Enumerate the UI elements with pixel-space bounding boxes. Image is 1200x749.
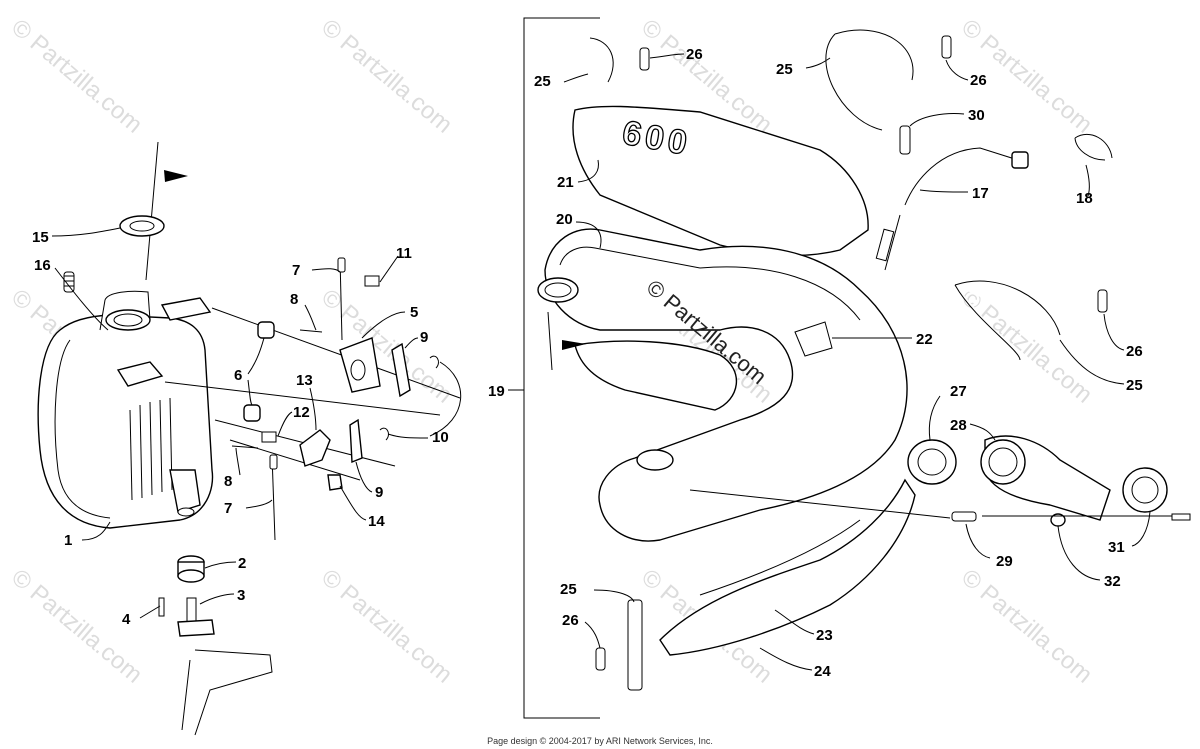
- callout-27: 27: [928, 383, 967, 441]
- callout-number: 26: [686, 46, 703, 63]
- callout-number: 23: [816, 627, 833, 644]
- watermark-11: © Partzilla.com: [956, 564, 1097, 689]
- callout-number: 17: [972, 185, 989, 202]
- callout-number: 24: [814, 663, 831, 680]
- callout-number: 22: [916, 331, 933, 348]
- callout-23: 23: [774, 609, 833, 644]
- callout-28: 28: [950, 417, 996, 441]
- callout-number: 29: [996, 553, 1013, 570]
- callout-number: 25: [534, 73, 551, 90]
- callout-13: 13: [296, 372, 317, 431]
- callout-1: 1: [64, 521, 111, 549]
- callout-26b: 26: [945, 59, 987, 89]
- callout-number: 21: [557, 174, 574, 191]
- callout-number: 16: [34, 257, 51, 274]
- callout-9a: 9: [404, 329, 428, 349]
- callout-26c: 26: [1103, 313, 1143, 360]
- callout-number: 3: [237, 587, 245, 604]
- callout-25c: 25: [1059, 339, 1143, 394]
- callout-3: 3: [199, 587, 245, 605]
- callout-number: 2: [238, 555, 246, 572]
- callout-number: 11: [396, 245, 412, 262]
- callout-number: 26: [970, 72, 987, 89]
- callout-20: 20: [556, 211, 602, 249]
- callout-25d: 25: [560, 581, 635, 603]
- callout-32: 32: [1057, 525, 1121, 590]
- callout-8a: 8: [290, 291, 317, 331]
- callout-number: 18: [1076, 190, 1093, 207]
- muffler-assembly: [37, 141, 461, 736]
- callout-number: 9: [420, 329, 428, 346]
- callout-24: 24: [759, 647, 831, 680]
- callout-number: 5: [410, 304, 418, 321]
- callout-18: 18: [1076, 164, 1093, 207]
- callout-25b: 25: [776, 57, 831, 78]
- callout-number: 12: [293, 404, 310, 421]
- callout-number: 26: [562, 612, 579, 629]
- callout-number: 20: [556, 211, 573, 228]
- callout-9b: 9: [355, 461, 383, 501]
- callout-12: 12: [277, 404, 310, 437]
- callout-number: 14: [368, 513, 385, 530]
- callout-6: 6: [234, 337, 265, 406]
- callout-number: 4: [122, 611, 131, 628]
- callout-number: 30: [968, 107, 985, 124]
- callout-number: 7: [292, 262, 300, 279]
- watermark-0: © Partzilla.com: [6, 14, 147, 139]
- callout-number: 9: [375, 484, 383, 501]
- callout-number: 31: [1108, 539, 1125, 556]
- callout-19: 19: [488, 383, 505, 400]
- callout-number: 13: [296, 372, 313, 389]
- callout-26d: 26: [562, 612, 601, 649]
- callout-number: 15: [32, 229, 49, 246]
- callout-number: 25: [776, 61, 793, 78]
- callout-31: 31: [1108, 511, 1151, 556]
- callout-number: 25: [1126, 377, 1143, 394]
- callout-30: 30: [909, 107, 985, 127]
- page-footer: Page design © 2004-2017 by ARI Network S…: [487, 736, 713, 746]
- callout-2: 2: [204, 555, 246, 572]
- callout-number: 7: [224, 500, 232, 517]
- callout-labels: 1 2 3 4 5 6 7 7 8 8 9 9 10 11 12 13 14 1…: [32, 46, 1151, 680]
- direction-arrow-icon: [562, 340, 586, 350]
- callout-11: 11: [379, 245, 412, 283]
- callout-21: 21: [557, 159, 599, 191]
- callout-5: 5: [361, 304, 418, 339]
- callout-22: 22: [832, 331, 933, 348]
- callout-25a: 25: [534, 73, 589, 90]
- callout-number: 19: [488, 383, 505, 400]
- watermark-1: © Partzilla.com: [316, 14, 457, 139]
- callout-number: 27: [950, 383, 967, 400]
- callout-10: 10: [387, 361, 462, 446]
- callout-number: 6: [234, 367, 242, 384]
- callout-number: 10: [432, 429, 449, 446]
- callout-number: 26: [1126, 343, 1143, 360]
- callout-number: 1: [64, 532, 72, 549]
- direction-arrow-icon: [164, 170, 188, 182]
- callout-4: 4: [122, 605, 161, 628]
- watermark-9: © Partzilla.com: [316, 564, 457, 689]
- callout-8b: 8: [224, 447, 241, 490]
- callout-number: 25: [560, 581, 577, 598]
- expansion-chamber-assembly: 600: [508, 17, 1191, 719]
- callout-15: 15: [32, 227, 121, 246]
- callout-number: 8: [224, 473, 232, 490]
- callout-17: 17: [919, 185, 989, 202]
- callout-16: 16: [34, 257, 109, 331]
- callout-7b: 7: [224, 499, 273, 517]
- callout-number: 32: [1104, 573, 1121, 590]
- callout-number: 8: [290, 291, 298, 308]
- callout-14: 14: [339, 485, 385, 530]
- callout-number: 28: [950, 417, 967, 434]
- callout-7a: 7: [292, 262, 341, 279]
- callout-29: 29: [965, 523, 1013, 570]
- callout-26a: 26: [649, 46, 703, 63]
